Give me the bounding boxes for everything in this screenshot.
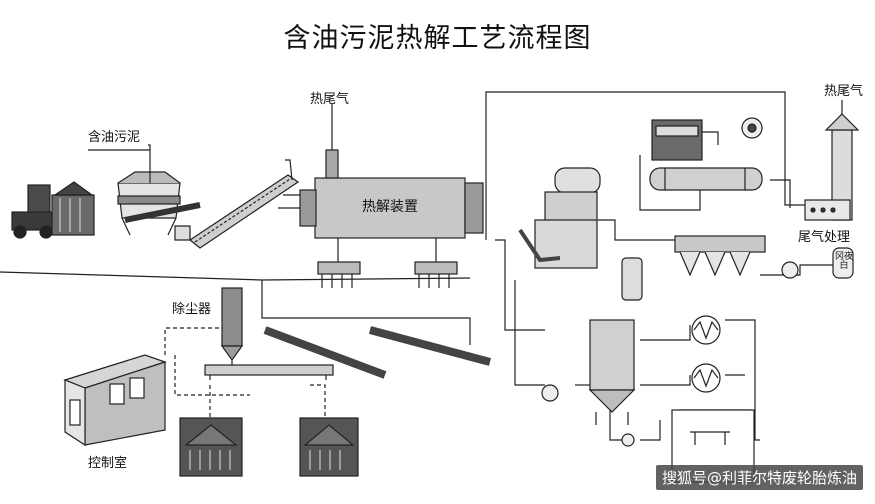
page-title: 含油污泥热解工艺流程图: [283, 23, 592, 54]
gas-separator: [518, 167, 601, 269]
screw-conveyor-a: [263, 326, 387, 379]
small-tank: [621, 257, 643, 301]
label-tail-gas-treatment: 尾气处理: [798, 230, 851, 245]
heat-exchanger-1: [691, 315, 721, 345]
pump: [541, 261, 799, 447]
residue-bin-left: [179, 417, 243, 477]
feed-hopper: [88, 149, 181, 236]
label-control-room: 控制室: [88, 456, 128, 471]
label-feed: 含油污泥: [88, 130, 141, 145]
label-exhaust-right: 热尾气: [824, 84, 864, 99]
fan-blower: [741, 117, 763, 139]
heat-exchanger-2: [691, 363, 721, 393]
label-tank-mark: 冈夜白: [835, 252, 854, 271]
label-exhaust-left: 热尾气: [310, 92, 350, 107]
label-dust-collector: 除尘器: [172, 302, 212, 317]
exhaust-stack-right: [804, 100, 860, 221]
label-pyrolysis: 热解装置: [362, 199, 418, 215]
sedimentation-tank: [674, 235, 766, 277]
horizontal-conveyor: [204, 364, 334, 380]
distillation-column: [588, 319, 636, 425]
control-room: [63, 354, 167, 447]
screw-conveyor-b: [368, 326, 492, 366]
screw-feeder: [124, 202, 201, 241]
forklift: [11, 181, 95, 239]
watermark: 搜狐号@利菲尔特废轮胎炼油: [655, 465, 863, 490]
inclined-conveyor: [188, 159, 300, 249]
cooling-tower: [651, 119, 703, 161]
oil-drum: [832, 247, 854, 279]
pyrolysis-reactor: [278, 104, 484, 288]
dust-collector: [220, 287, 244, 372]
residue-bin-right: [299, 417, 359, 477]
condenser: [649, 167, 763, 191]
